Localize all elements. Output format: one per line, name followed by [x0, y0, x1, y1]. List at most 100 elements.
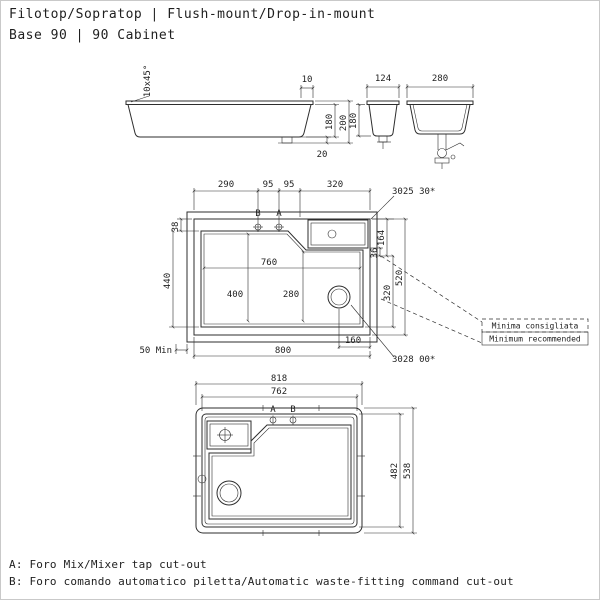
- dim-36: 36: [370, 246, 383, 259]
- dim-818-label: 818: [271, 374, 287, 384]
- tap-hole-a: [274, 222, 284, 232]
- tray-cutout-inner: [310, 222, 366, 246]
- dim-280-interior: 280: [283, 250, 305, 323]
- dim-320-right-label: 320: [383, 285, 393, 301]
- dim-rim-10: 10: [299, 75, 315, 98]
- dim-160-label: 160: [345, 336, 361, 346]
- tray-waste-hole: [217, 427, 233, 443]
- mounting-clip-ticks: [193, 405, 365, 536]
- dim-762: 762: [200, 387, 359, 411]
- dim-280-section: 280: [405, 74, 475, 98]
- bowl-cutout-outline: [200, 230, 364, 328]
- dim-124-label: 124: [375, 74, 391, 84]
- dim-538-label: 538: [403, 463, 413, 479]
- note-line2: Minimum recommended: [489, 335, 581, 344]
- dim-10-label: 10: [302, 75, 313, 85]
- sink-outer-edge: [195, 407, 363, 534]
- code-bottom-label: 3028 00*: [392, 355, 435, 365]
- dim-164-label: 164: [377, 230, 387, 246]
- title-line1: Filotop/Sopratop | Flush-mount/Drop-in-m…: [9, 7, 375, 22]
- footnote-a: A: Foro Mix/Mixer tap cut-out: [9, 558, 207, 571]
- dim-38-label: 38: [171, 222, 181, 233]
- dim-95b-label: 95: [284, 180, 295, 190]
- dim-depth-180: 180: [306, 102, 339, 139]
- sink-rim-profile: [125, 100, 314, 105]
- drain-inner-circle: [219, 483, 239, 503]
- dim-290-label: 290: [218, 180, 234, 190]
- dim-124: 124: [365, 74, 401, 98]
- code-top-label: 3025 30*: [392, 187, 435, 197]
- tray-outline-inner: [209, 423, 249, 447]
- dim-200-label: 200: [339, 115, 349, 131]
- tray-hole: [327, 229, 337, 239]
- dim-36-label: 36: [370, 248, 380, 259]
- bowl-outline: [208, 424, 352, 520]
- title-line2: Base 90 | 90 Cabinet: [9, 28, 176, 43]
- dim-520: 520: [372, 217, 408, 337]
- waste-fitting-assembly: [434, 134, 465, 169]
- sink-rim-line: [204, 416, 355, 525]
- dim-top-chain: 290 95 95 320: [192, 180, 372, 222]
- dim-400-label: 400: [227, 290, 243, 300]
- section-small-rim: [366, 100, 400, 105]
- dim-320-top-label: 320: [327, 180, 343, 190]
- dim-482: 482: [359, 412, 404, 529]
- dim-38: 38: [171, 217, 199, 233]
- tray-outline: [206, 420, 252, 450]
- tray-cutout-outline: [307, 219, 369, 249]
- dim-50min: 50 Min: [139, 344, 189, 356]
- dim-538: 538: [364, 406, 417, 535]
- bowl-cutout-inner: [203, 233, 361, 325]
- section-large-rim: [406, 100, 474, 105]
- dim-760: 760: [202, 258, 362, 270]
- dim-280-label: 280: [283, 290, 299, 300]
- marker-a-bottom-label: A: [270, 405, 276, 415]
- recommendation-note: Minima consigliata Minimum recommended: [380, 255, 589, 346]
- dim-20-label: 20: [317, 150, 328, 160]
- section-large-bowl-inner: [412, 104, 468, 132]
- dim-440-label: 440: [163, 273, 173, 289]
- section-large-bowl: [409, 104, 471, 135]
- chamfer-label: 10x45°: [143, 65, 153, 98]
- code-top-callout: 3025 30*: [370, 187, 435, 220]
- dim-400: 400: [227, 232, 250, 323]
- marker-b-bottom-label: B: [290, 405, 295, 415]
- section-small-drain: [377, 135, 391, 149]
- waste-hole-inner: [330, 288, 348, 306]
- dim-height-200: 200: [296, 99, 353, 145]
- cutout-outer-rect: [186, 211, 378, 343]
- sink-body-profile: [127, 104, 312, 138]
- dim-800: 800: [192, 337, 372, 359]
- dim-chamfer: 10x45°: [130, 65, 153, 103]
- footnote-b: B: Foro comando automatico piletta/Autom…: [9, 575, 514, 588]
- dim-440: 440: [163, 229, 199, 329]
- sink-inner-rim: [201, 413, 358, 528]
- tap-hole-a-bottom: [269, 415, 277, 425]
- tap-hole-b-bottom: [289, 415, 297, 425]
- dim-482-label: 482: [390, 463, 400, 479]
- dim-section-180: 180: [349, 102, 371, 138]
- drain-stub: [278, 136, 296, 144]
- waste-hole-outer: [327, 285, 351, 309]
- note-line1: Minima consigliata: [492, 322, 579, 331]
- bowl-outline-inner: [211, 427, 349, 517]
- dim-762-label: 762: [271, 387, 287, 397]
- dim-drain-20: 20: [296, 135, 331, 160]
- section-small-bowl: [368, 104, 398, 137]
- tap-hole-b: [253, 222, 263, 232]
- note-box-solid: [481, 331, 589, 346]
- dim-800-label: 800: [275, 346, 291, 356]
- front-elevation-view: 10x45° 10 180 200 20: [125, 65, 353, 160]
- dim-50min-label: 50 Min: [139, 346, 172, 356]
- overall-plan-view: 818 762 A B: [193, 374, 417, 536]
- dim-818: 818: [194, 374, 364, 405]
- dim-95a-label: 95: [263, 180, 274, 190]
- dim-320-right: 320: [365, 254, 396, 329]
- dim-760-label: 760: [261, 258, 277, 268]
- overflow-hole: [197, 474, 207, 484]
- cutout-inner-rect: [193, 218, 371, 336]
- dim-180-section-label: 180: [349, 113, 359, 129]
- dim-280-section-label: 280: [432, 74, 448, 84]
- code-bottom-callout: 3028 00*: [350, 304, 435, 365]
